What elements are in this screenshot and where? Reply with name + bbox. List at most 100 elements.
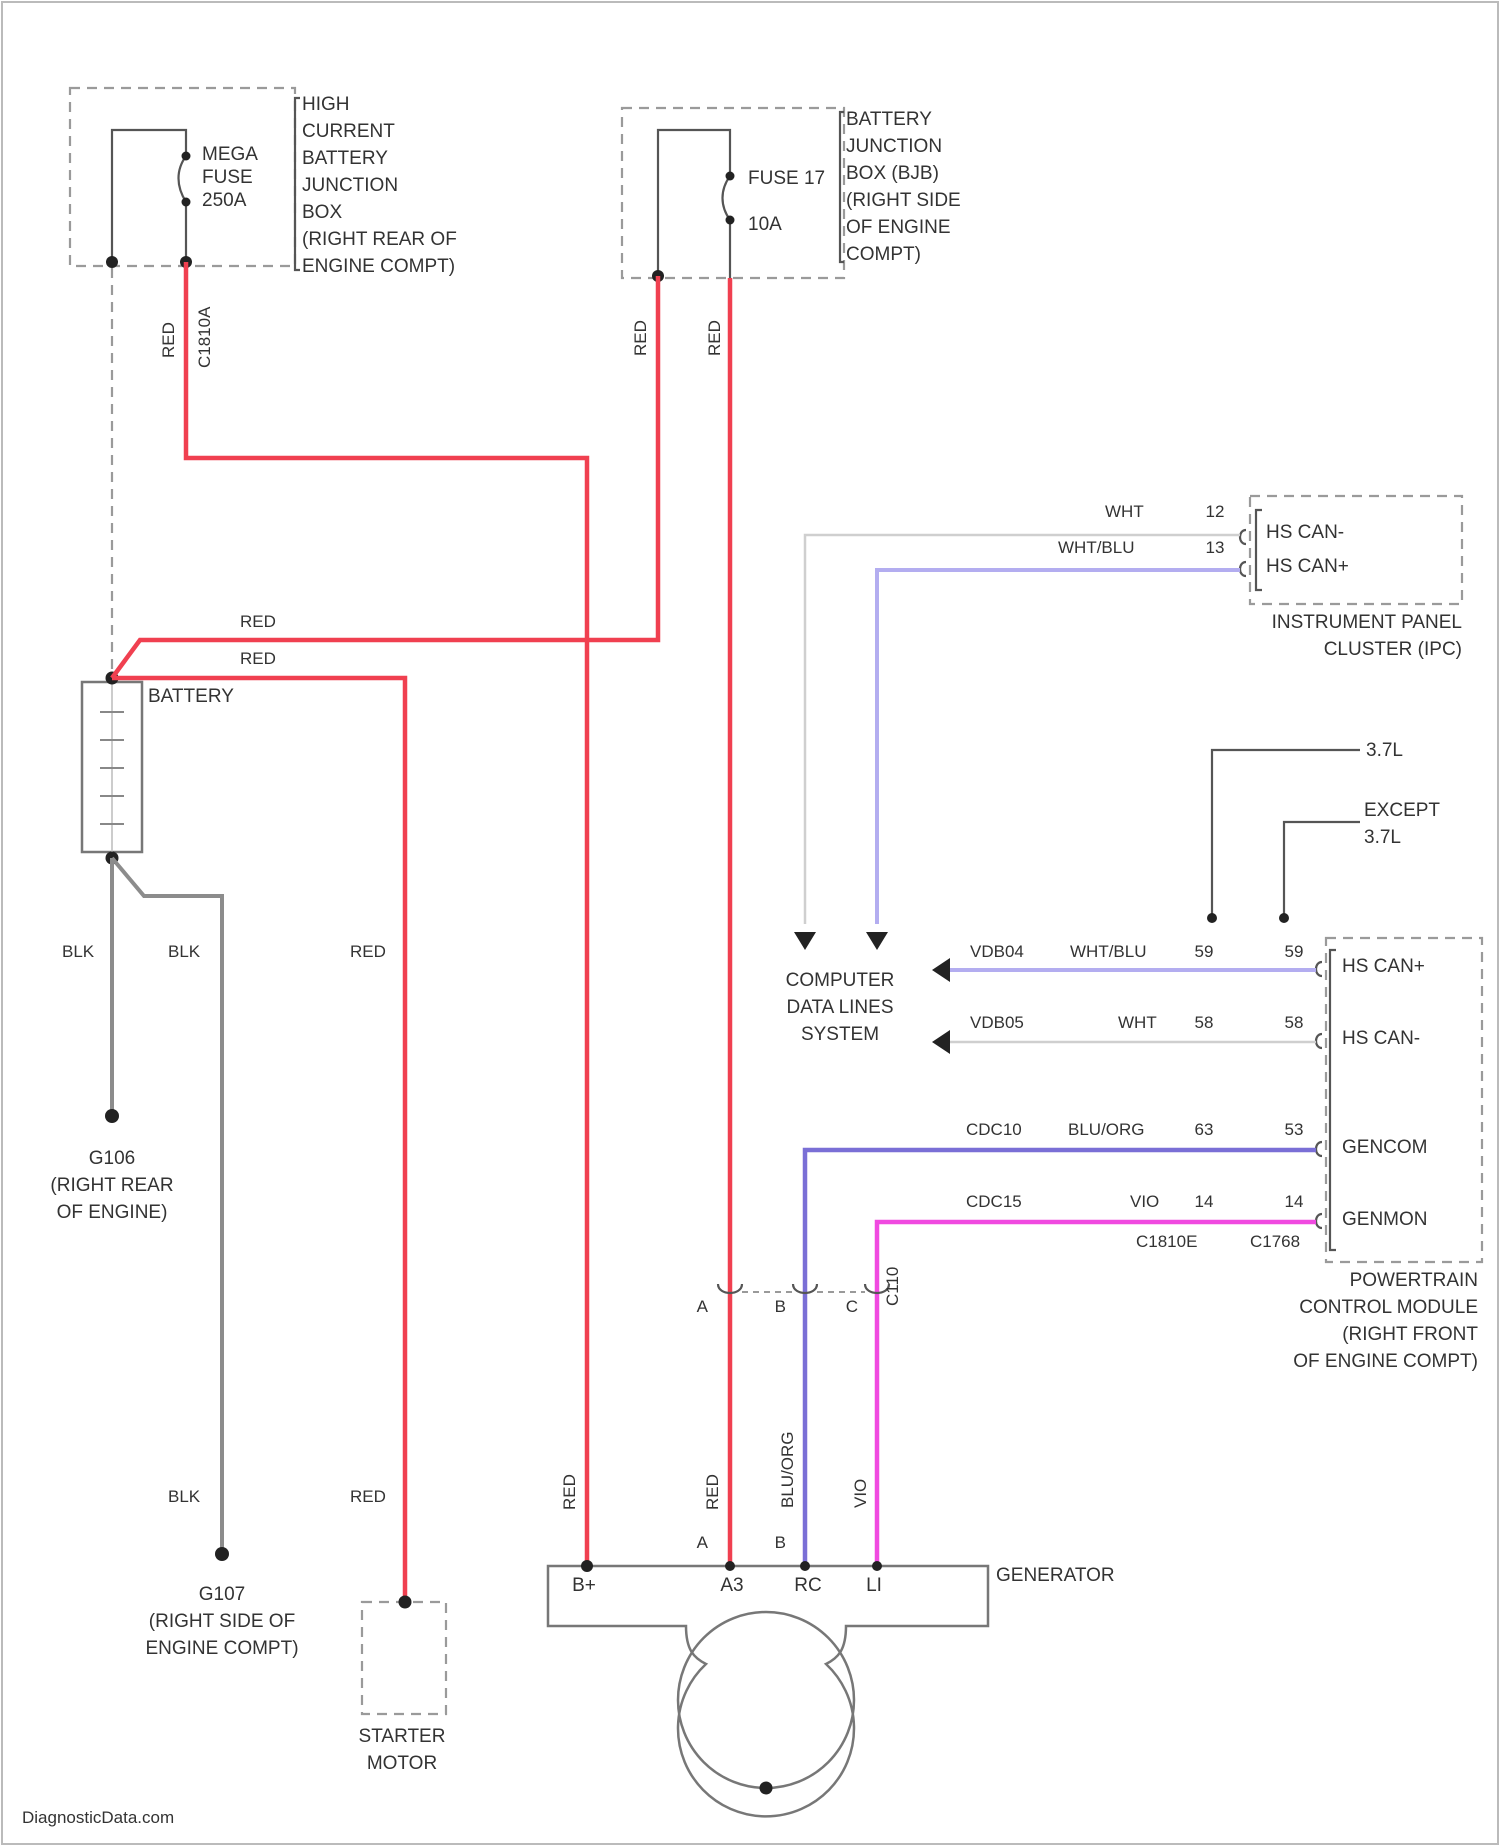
bjb-label-line6: COMPT) <box>846 244 921 265</box>
arrow-left-hs-can-plus <box>932 958 950 982</box>
mega-fuse-label-line1: MEGA <box>202 144 258 165</box>
pcm-pin-58-a: 58 <box>1195 1013 1214 1032</box>
c110-pin-c: C <box>846 1297 858 1316</box>
mega-fuse-element <box>179 156 187 262</box>
fuse-17-element <box>723 176 731 278</box>
hcbjb-label-line5: BOX <box>302 202 342 223</box>
ipc-pin-hs-can-minus: HS CAN- <box>1266 522 1344 543</box>
pcm-label-line4: OF ENGINE COMPT) <box>1293 1351 1478 1372</box>
pcm-pin-14-a: 14 <box>1195 1192 1214 1211</box>
ground-g106-point <box>105 1109 119 1123</box>
connector-label-c1810e: C1810E <box>1136 1232 1197 1251</box>
g106-label-line1: G106 <box>89 1148 135 1169</box>
pcm-pin-59-contact <box>1316 962 1322 976</box>
ipc-pin-13: 13 <box>1206 538 1225 557</box>
wire-label-wht-ipc: WHT <box>1105 502 1144 521</box>
generator-body-circle <box>678 1612 854 1788</box>
pcm-pin-53: 53 <box>1285 1120 1304 1139</box>
pcm-pin-53-contact <box>1316 1142 1322 1156</box>
gen-terminal-b-plus: B+ <box>572 1575 596 1596</box>
arrow-left-hs-can-minus <box>932 1030 950 1054</box>
circuit-vdb04: VDB04 <box>970 942 1024 961</box>
wire-label-wht-pcm: WHT <box>1118 1013 1157 1032</box>
fuse-17-link <box>658 130 730 278</box>
wire-vio-genmon <box>877 1222 1316 1566</box>
wire-label-red-battery-starter: RED <box>240 649 276 668</box>
bjb-label-line5: OF ENGINE <box>846 217 951 238</box>
ipc-bracket <box>1256 510 1262 590</box>
c110-pin-b: B <box>775 1297 786 1316</box>
computer-data-lines-system: COMPUTER DATA LINES SYSTEM <box>786 932 950 1054</box>
wire-label-red-starter-upper: RED <box>350 942 386 961</box>
circuit-cdc15: CDC15 <box>966 1192 1022 1211</box>
bjb-label-line2: JUNCTION <box>846 136 942 157</box>
gen-connector-pin-a: A <box>697 1533 709 1552</box>
gen-connector-pin-b: B <box>775 1533 786 1552</box>
option-37l-label: 3.7L <box>1366 740 1403 761</box>
wire-label-vio-pcm: VIO <box>1130 1192 1159 1211</box>
wire-label-blk-g106: BLK <box>62 942 95 961</box>
bjb-label-line1: BATTERY <box>846 109 932 130</box>
wire-label-bluorg-gen: BLU/ORG <box>778 1431 797 1508</box>
starter-motor: STARTER MOTOR <box>359 1596 446 1775</box>
hcbjb-label-line7: ENGINE COMPT) <box>302 256 455 277</box>
computer-data-label-line3: SYSTEM <box>801 1024 879 1045</box>
circuit-cdc10: CDC10 <box>966 1120 1022 1139</box>
wire-label-vio-gen: VIO <box>851 1479 870 1508</box>
wire-label-red-a3: RED <box>703 1474 722 1510</box>
hcbjb-label-line6: (RIGHT REAR OF <box>302 229 457 250</box>
option-37l-line <box>1212 750 1360 918</box>
ipc-pin-12: 12 <box>1206 502 1225 521</box>
wire-label-blk-g107-upper: BLK <box>168 942 201 961</box>
wire-label-whtblu-pcm: WHT/BLU <box>1070 942 1147 961</box>
pcm-pin-14-contact <box>1316 1214 1322 1228</box>
option-except-label-line2: 3.7L <box>1364 827 1401 848</box>
arrow-down-wht <box>794 932 816 950</box>
powertrain-control-module: HS CAN+ HS CAN- GENCOM GENMON POWERTRAIN… <box>1293 938 1482 1372</box>
wire-red-hcbjb-to-generator <box>186 262 587 1566</box>
hcbjb-label-line2: CURRENT <box>302 121 395 142</box>
gen-terminal-li: LI <box>866 1575 882 1596</box>
g107-label-line1: G107 <box>199 1584 245 1605</box>
hcbjb-label-line4: JUNCTION <box>302 175 398 196</box>
connector-c110: A B C C110 <box>697 1267 902 1316</box>
mega-fuse-terminal-top <box>182 152 191 161</box>
pcm-pin-59-a: 59 <box>1195 942 1214 961</box>
gen-terminal-rc-dot <box>800 1561 810 1571</box>
wire-whtblu-ipc <box>877 570 1240 924</box>
option-except-label-line1: EXCEPT <box>1364 800 1440 821</box>
gen-terminal-a3: A3 <box>720 1575 743 1596</box>
starter-label-line1: STARTER <box>359 1726 446 1747</box>
fuse-17-terminal-top <box>726 172 735 181</box>
pcm-pin-hs-can-minus: HS CAN- <box>1342 1028 1420 1049</box>
pcm-pin-gencom: GENCOM <box>1342 1137 1428 1158</box>
pcm-pin-58-b: 58 <box>1285 1013 1304 1032</box>
wire-label-bluorg-pcm: BLU/ORG <box>1068 1120 1145 1139</box>
connector-label-c1768: C1768 <box>1250 1232 1300 1251</box>
generator-ground-point <box>760 1782 773 1795</box>
pcm-pin-hs-can-plus: HS CAN+ <box>1342 956 1425 977</box>
pcm-pin-59-b: 59 <box>1285 942 1304 961</box>
wire-label-red-battery-bjb: RED <box>240 612 276 631</box>
bjb-label-line3: BOX (BJB) <box>846 163 939 184</box>
connector-label-c1810a: C1810A <box>195 306 214 368</box>
ipc-outline <box>1250 496 1462 604</box>
pcm-label-line2: CONTROL MODULE <box>1299 1297 1478 1318</box>
bjb-outline <box>622 108 844 278</box>
ground-g107-point <box>215 1547 229 1561</box>
pcm-pin-63: 63 <box>1195 1120 1214 1139</box>
fuse-17-label-line1: FUSE 17 <box>748 168 825 189</box>
gen-terminal-li-dot <box>872 1561 882 1571</box>
wire-label-red-starter-lower: RED <box>350 1487 386 1506</box>
starter-motor-outline <box>362 1602 446 1714</box>
gen-terminal-a3-dot <box>725 1561 735 1571</box>
hcbjb-bracket <box>295 98 300 270</box>
mega-fuse-label-line2: FUSE <box>202 167 253 188</box>
hcbjb-label-line3: BATTERY <box>302 148 388 169</box>
option-except-dot <box>1279 913 1289 923</box>
g107-label-line2: (RIGHT SIDE OF <box>149 1611 295 1632</box>
engine-option-selectors: 3.7L EXCEPT 3.7L <box>1207 740 1440 923</box>
generator: B+ A3 RC LI GENERATOR <box>548 1560 1115 1816</box>
generator-outline <box>548 1566 988 1816</box>
ground-g107: G107 (RIGHT SIDE OF ENGINE COMPT) <box>145 1584 298 1659</box>
